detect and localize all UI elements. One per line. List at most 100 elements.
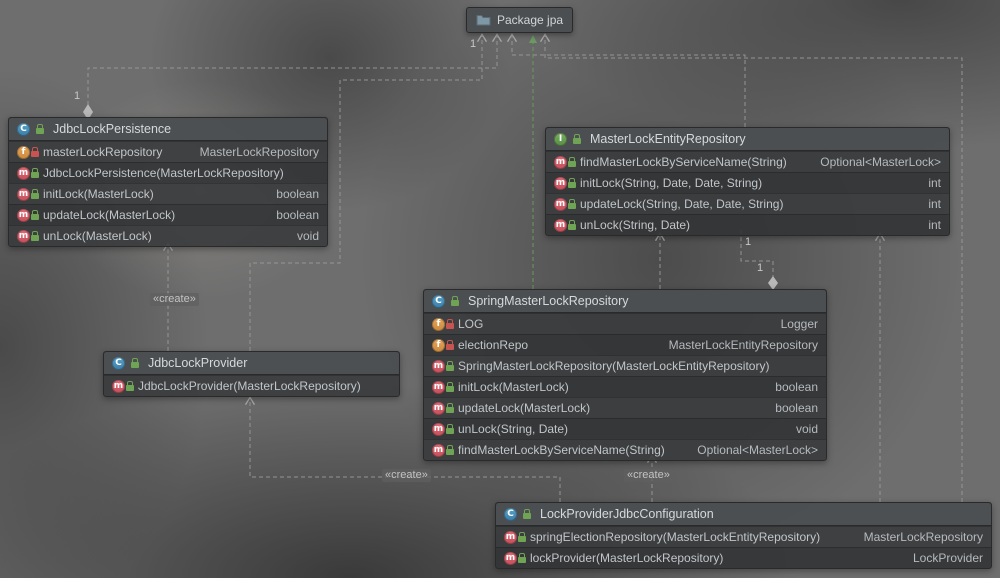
member-name: initLock(MasterLock) bbox=[43, 187, 154, 201]
method-icon: m bbox=[17, 208, 30, 222]
public-visibility-icon bbox=[446, 381, 454, 392]
public-visibility-icon bbox=[446, 444, 454, 455]
member-name: findMasterLockByServiceName(String) bbox=[580, 155, 787, 169]
constructor-icon: m bbox=[432, 359, 445, 373]
member-type: int bbox=[928, 176, 941, 190]
lock-provider-jdbc-configuration-member-row[interactable]: m springElectionRepository(MasterLockEnti… bbox=[496, 526, 991, 547]
node-header[interactable]: I MasterLockEntityRepository bbox=[546, 128, 949, 151]
member-name: unLock(String, Date) bbox=[458, 422, 569, 436]
public-visibility-icon bbox=[523, 508, 531, 519]
public-visibility-icon bbox=[518, 552, 526, 563]
public-visibility-icon bbox=[131, 357, 139, 368]
member-name: findMasterLockByServiceName(String) bbox=[458, 443, 665, 457]
create-stereotype-label: «create» bbox=[382, 469, 431, 482]
method-icon: m bbox=[554, 176, 567, 190]
member-type: MasterLockRepository bbox=[863, 530, 983, 544]
member-name: initLock(String, Date, Date, String) bbox=[580, 176, 763, 190]
package-icon bbox=[476, 15, 491, 26]
member-type: boolean bbox=[276, 187, 319, 201]
member-name: springElectionRepository(MasterLockEntit… bbox=[530, 530, 821, 544]
interface-icon: I bbox=[554, 132, 567, 146]
node-header[interactable]: C JdbcLockProvider bbox=[104, 352, 399, 375]
create-stereotype-label: «create» bbox=[150, 293, 199, 306]
multiplicity-label: 1 bbox=[470, 38, 477, 50]
spring-master-lock-repository-member-row[interactable]: m initLock(MasterLock) boolean bbox=[424, 376, 826, 397]
method-icon: m bbox=[504, 530, 517, 544]
edge-package-contains-jdbclockpersistence[interactable] bbox=[87, 35, 497, 119]
member-name: masterLockRepository bbox=[43, 145, 163, 159]
member-name: updateLock(MasterLock) bbox=[458, 401, 591, 415]
method-icon: m bbox=[432, 380, 445, 394]
method-icon: m bbox=[554, 218, 567, 232]
member-type: MasterLockEntityRepository bbox=[668, 338, 818, 352]
member-name: unLock(MasterLock) bbox=[43, 229, 152, 243]
member-name: lockProvider(MasterLockRepository) bbox=[530, 551, 724, 565]
member-name: LOG bbox=[458, 317, 484, 331]
member-type: LockProvider bbox=[912, 551, 983, 565]
private-visibility-icon bbox=[31, 146, 39, 157]
private-visibility-icon bbox=[446, 318, 454, 329]
public-visibility-icon bbox=[126, 380, 134, 391]
node-title: SpringMasterLockRepository bbox=[468, 294, 629, 308]
public-visibility-icon bbox=[31, 209, 39, 220]
public-visibility-icon bbox=[446, 423, 454, 434]
jdbc-lock-persistence-member-row[interactable]: m initLock(MasterLock) boolean bbox=[9, 183, 327, 204]
public-visibility-icon bbox=[31, 230, 39, 241]
lock-provider-jdbc-configuration-member-row[interactable]: m lockProvider(MasterLockRepository) LockP… bbox=[496, 547, 991, 568]
member-type: Optional<MasterLock> bbox=[697, 443, 818, 457]
method-icon: m bbox=[554, 197, 567, 211]
member-type: boolean bbox=[276, 208, 319, 222]
node-header[interactable]: C LockProviderJdbcConfiguration bbox=[496, 503, 991, 526]
public-visibility-icon bbox=[446, 360, 454, 371]
public-visibility-icon bbox=[31, 188, 39, 199]
field-icon: f bbox=[432, 317, 445, 331]
node-title: JdbcLockPersistence bbox=[53, 122, 172, 136]
method-icon: m bbox=[554, 155, 567, 169]
public-visibility-icon bbox=[568, 198, 576, 209]
method-icon: m bbox=[17, 187, 30, 201]
field-icon: f bbox=[432, 338, 445, 352]
node-header[interactable]: C JdbcLockPersistence bbox=[9, 118, 327, 141]
package-node-jpa[interactable]: Package jpa bbox=[466, 7, 574, 33]
member-type: MasterLockRepository bbox=[199, 145, 319, 159]
node-title: JdbcLockProvider bbox=[148, 356, 248, 370]
node-title: LockProviderJdbcConfiguration bbox=[540, 507, 714, 521]
class-icon: C bbox=[17, 122, 30, 136]
master-lock-entity-repository-member-row[interactable]: m initLock(String, Date, Date, String) int bbox=[546, 172, 949, 193]
member-type: void bbox=[795, 422, 818, 436]
edge-masterlockentityrepository-to-package[interactable] bbox=[512, 35, 746, 127]
node-title: MasterLockEntityRepository bbox=[590, 132, 746, 146]
member-name: updateLock(String, Date, Date, String) bbox=[580, 197, 784, 211]
constructor-icon: m bbox=[112, 379, 125, 393]
public-visibility-icon bbox=[568, 219, 576, 230]
member-type: boolean bbox=[775, 380, 818, 394]
method-icon: m bbox=[504, 551, 517, 565]
node-header[interactable]: C SpringMasterLockRepository bbox=[424, 290, 826, 313]
multiplicity-label: 1 bbox=[745, 236, 752, 248]
create-stereotype-label: «create» bbox=[624, 469, 673, 482]
member-name: JdbcLockPersistence(MasterLockRepository… bbox=[43, 166, 284, 180]
aggregation-diamond-springmasterlockrepository bbox=[768, 276, 778, 290]
class-node-lockproviderjdbcconfiguration[interactable]: C LockProviderJdbcConfiguration m springE… bbox=[495, 502, 992, 569]
member-name: initLock(MasterLock) bbox=[458, 380, 569, 394]
interface-node-masterlockentityrepository[interactable]: I MasterLockEntityRepository m findMaster… bbox=[545, 127, 950, 236]
public-visibility-icon bbox=[446, 402, 454, 413]
